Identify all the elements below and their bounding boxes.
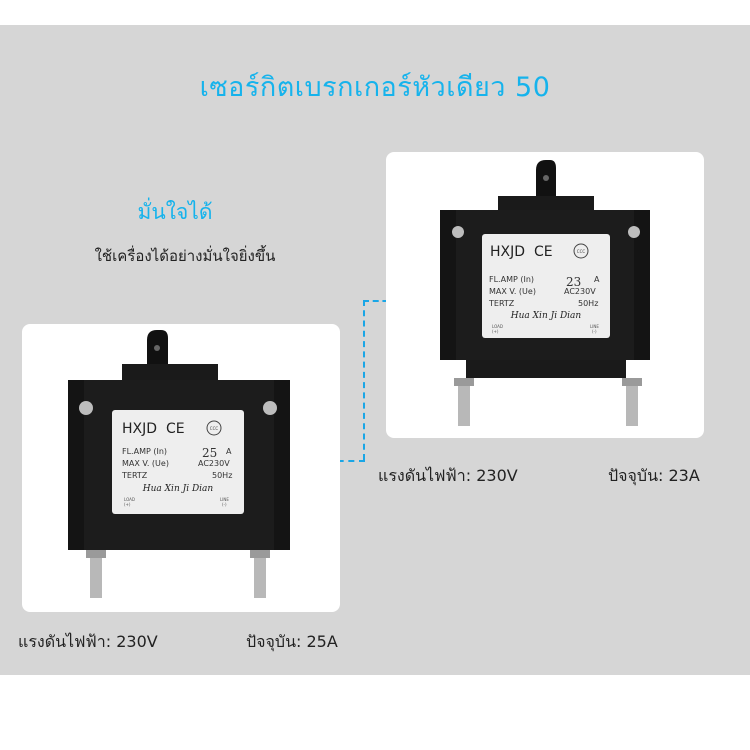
current-caption-25a: ปัจจุบัน: 25A [246, 632, 338, 651]
svg-text:TERTZ: TERTZ [488, 299, 515, 308]
svg-text:MAX V. (Ue): MAX V. (Ue) [489, 287, 536, 296]
svg-text:Hua Xin Ji Dian: Hua Xin Ji Dian [510, 311, 582, 321]
screw-icon [452, 226, 464, 238]
certification-icon [206, 420, 222, 436]
screw-icon [263, 401, 277, 415]
svg-text:LOAD: LOAD [124, 497, 135, 502]
circuit-breaker-image: HXJD CE CCC FL.AMP (In) 23 A MAX V. (Ue)… [440, 160, 650, 426]
svg-text:LINE: LINE [220, 497, 229, 502]
svg-text:MAX V. (Ue): MAX V. (Ue) [122, 459, 169, 468]
svg-text:(+): (+) [492, 329, 499, 334]
circuit-breaker-image: HXJD CE CCC FL.AMP (In) 25 A MAX V. (Ue)… [68, 330, 290, 598]
intro-text: ใช้เครื่องได้อย่างมั่นใจยิ่งขึ้น [94, 247, 276, 265]
connector-line-vertical [363, 300, 365, 460]
product-card-23a: HXJD CE CCC FL.AMP (In) 23 A MAX V. (Ue)… [386, 152, 704, 438]
terminal-stud [254, 558, 266, 598]
rating-label-plate [112, 410, 244, 514]
page-title: เซอร์กิตเบรกเกอร์หัวเดียว 50 [199, 72, 551, 103]
terminal-stud [458, 386, 470, 426]
terminal-stud [90, 558, 102, 598]
svg-text:50Hz: 50Hz [212, 471, 232, 480]
voltage-caption-23a: แรงดันไฟฟ้า: 230V [378, 466, 518, 485]
svg-text:LINE: LINE [590, 324, 599, 329]
intro-heading: มั่นใจได้ [137, 200, 213, 224]
terminal-stud [626, 386, 638, 426]
svg-text:AC230V: AC230V [564, 287, 596, 296]
svg-text:(-): (-) [222, 502, 227, 507]
current-caption-23a: ปัจจุบัน: 23A [608, 466, 700, 485]
svg-text:TERTZ: TERTZ [121, 471, 148, 480]
svg-text:50Hz: 50Hz [578, 299, 598, 308]
screw-icon [79, 401, 93, 415]
svg-text:Hua Xin Ji Dian: Hua Xin Ji Dian [142, 484, 214, 494]
brand-text: HXJD [122, 421, 157, 437]
voltage-caption-25a: แรงดันไฟฟ้า: 230V [18, 632, 158, 651]
svg-text:CCC: CCC [577, 249, 586, 254]
ce-mark: CE [534, 244, 553, 260]
svg-text:LOAD: LOAD [492, 324, 503, 329]
svg-text:A: A [594, 275, 600, 284]
screw-icon [628, 226, 640, 238]
ce-mark: CE [166, 421, 185, 437]
product-card-25a: HXJD CE CCC FL.AMP (In) 25 A MAX V. (Ue)… [22, 324, 340, 612]
svg-text:(-): (-) [592, 329, 597, 334]
svg-text:25: 25 [202, 446, 217, 460]
svg-text:FL.AMP (In): FL.AMP (In) [122, 447, 167, 456]
certification-icon [573, 243, 589, 259]
brand-text: HXJD [490, 244, 525, 260]
rating-label-plate [482, 234, 610, 338]
svg-text:AC230V: AC230V [198, 459, 230, 468]
svg-text:CCC: CCC [210, 426, 219, 431]
svg-text:23: 23 [566, 275, 581, 289]
svg-text:A: A [226, 447, 232, 456]
svg-text:(+): (+) [124, 502, 131, 507]
svg-text:FL.AMP (In): FL.AMP (In) [489, 275, 534, 284]
